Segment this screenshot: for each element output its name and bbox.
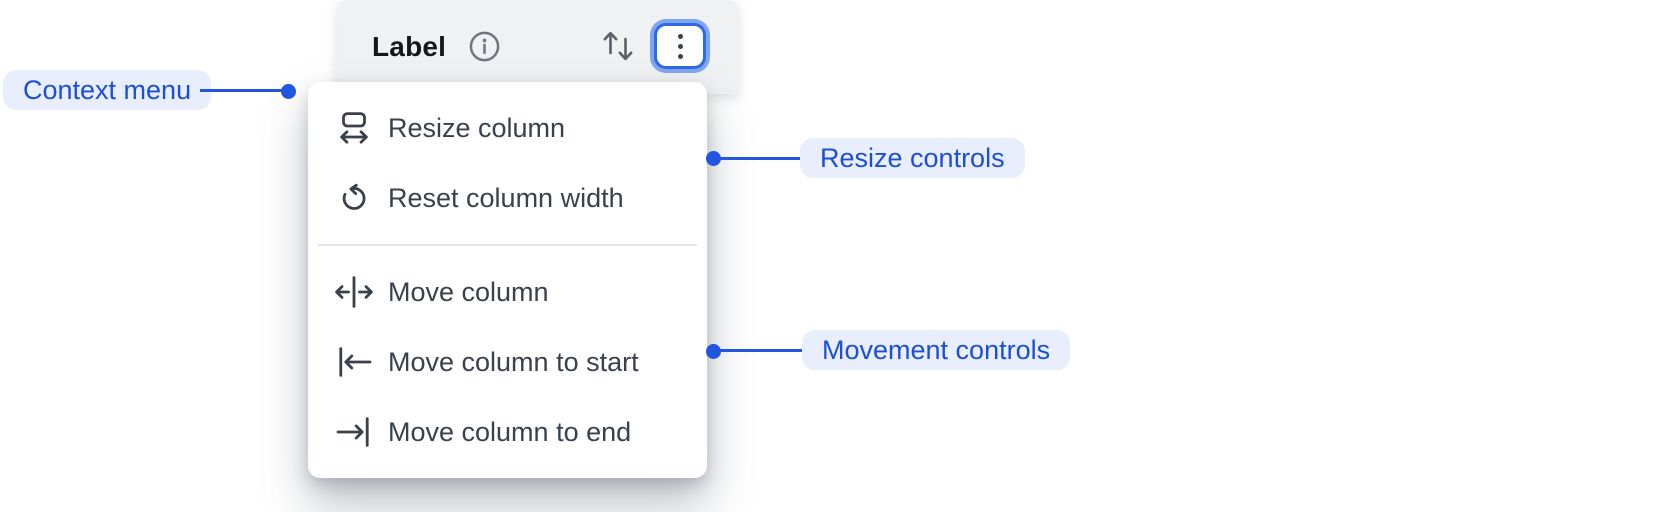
menu-item-resize-column[interactable]: Resize column xyxy=(308,93,707,163)
sort-arrows-icon[interactable] xyxy=(600,29,636,63)
move-column-icon xyxy=(334,276,374,308)
callout-context-menu-dot xyxy=(281,84,296,99)
move-column-to-end-icon xyxy=(334,416,374,448)
info-icon[interactable] xyxy=(468,30,501,63)
move-column-to-start-icon xyxy=(334,346,374,378)
reset-column-width-icon xyxy=(334,182,374,214)
table-column-header: Label xyxy=(337,0,738,94)
callout-movement-controls-line xyxy=(713,349,802,352)
column-context-menu: Resize column Reset column width xyxy=(308,82,707,478)
kebab-vertical-icon xyxy=(677,33,683,39)
callout-resize-controls-line xyxy=(713,157,800,160)
menu-item-reset-column-width[interactable]: Reset column width xyxy=(308,163,707,233)
menu-item-label: Move column to start xyxy=(388,346,639,377)
menu-item-label: Reset column width xyxy=(388,182,624,213)
menu-item-label: Move column xyxy=(388,276,549,307)
menu-item-move-column-to-start[interactable]: Move column to start xyxy=(308,327,707,397)
callout-context-menu-line xyxy=(200,89,288,92)
menu-item-label: Resize column xyxy=(388,112,566,143)
column-header-label: Label xyxy=(372,31,447,62)
callout-movement-controls-label: Movement controls xyxy=(802,330,1071,370)
callout-context-menu-label: Context menu xyxy=(3,70,212,110)
callout-resize-controls-label: Resize controls xyxy=(800,138,1025,178)
resize-column-icon xyxy=(334,112,374,144)
menu-divider xyxy=(318,244,697,246)
menu-item-label: Move column to end xyxy=(388,416,632,447)
menu-item-move-column-to-end[interactable]: Move column to end xyxy=(308,397,707,467)
column-menu-button[interactable] xyxy=(654,23,706,69)
menu-item-move-column[interactable]: Move column xyxy=(308,257,707,327)
